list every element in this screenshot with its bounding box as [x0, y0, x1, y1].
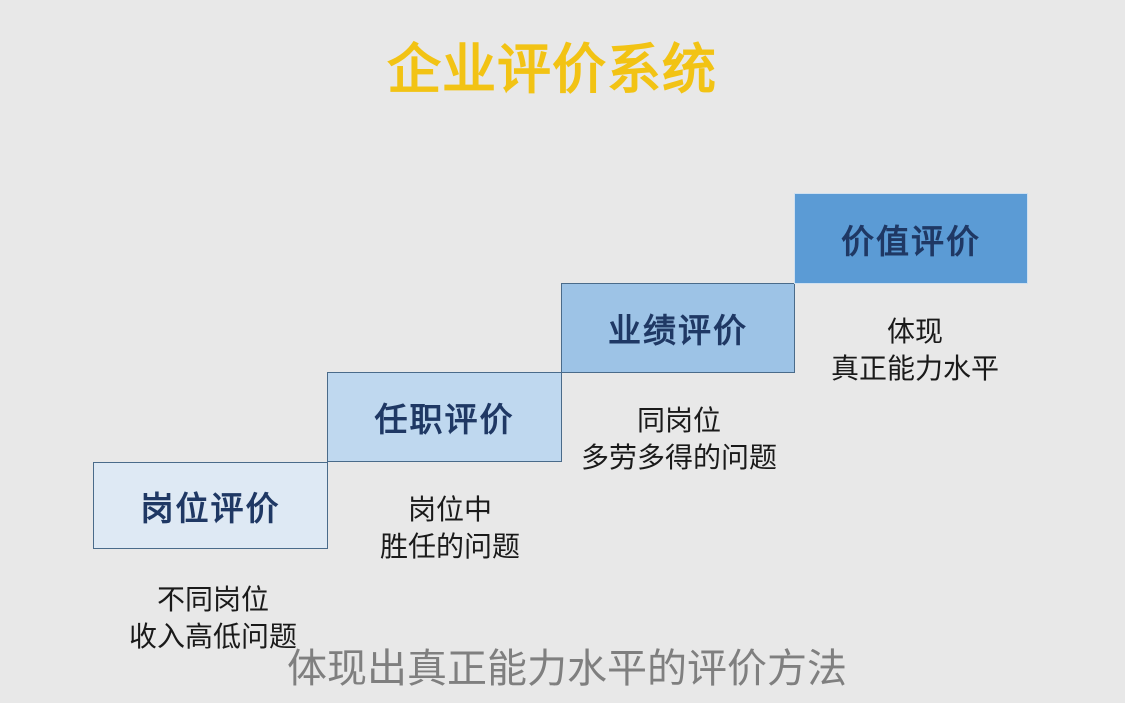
step-caption-2: 岗位中 胜任的问题 [345, 491, 555, 565]
step-caption-2-line2: 胜任的问题 [379, 531, 520, 563]
step-box-4-label: 价值评价 [841, 222, 981, 260]
step-box-2[interactable]: 任职评价 [327, 372, 562, 462]
step-caption-4-line1: 体现 [886, 316, 943, 347]
step-caption-1-line1: 不同岗位 [156, 584, 269, 615]
step-caption-1: 不同岗位 收入高低问题 [108, 581, 318, 655]
step-caption-3-line1: 同岗位 [636, 405, 721, 436]
step-box-3[interactable]: 业绩评价 [561, 283, 795, 373]
step-box-1-label: 岗位评价 [140, 489, 281, 527]
step-caption-4-line2: 真正能力水平 [830, 353, 999, 385]
step-caption-3: 同岗位 多劳多得的问题 [565, 402, 793, 476]
step-caption-2-line1: 岗位中 [407, 494, 492, 525]
step-caption-4: 体现 真正能力水平 [810, 313, 1020, 387]
page-title: 企业评价系统 [387, 40, 717, 100]
footer-note: 体现出真正能力水平的评价方法 [287, 646, 847, 691]
step-caption-1-line2: 收入高低问题 [128, 621, 297, 653]
step-box-2-label: 任职评价 [374, 401, 515, 438]
step-box-4[interactable]: 价值评价 [794, 193, 1028, 284]
step-caption-3-line2: 多劳多得的问题 [580, 442, 777, 474]
step-box-1[interactable]: 岗位评价 [93, 462, 328, 549]
step-box-3-label: 业绩评价 [608, 312, 748, 349]
